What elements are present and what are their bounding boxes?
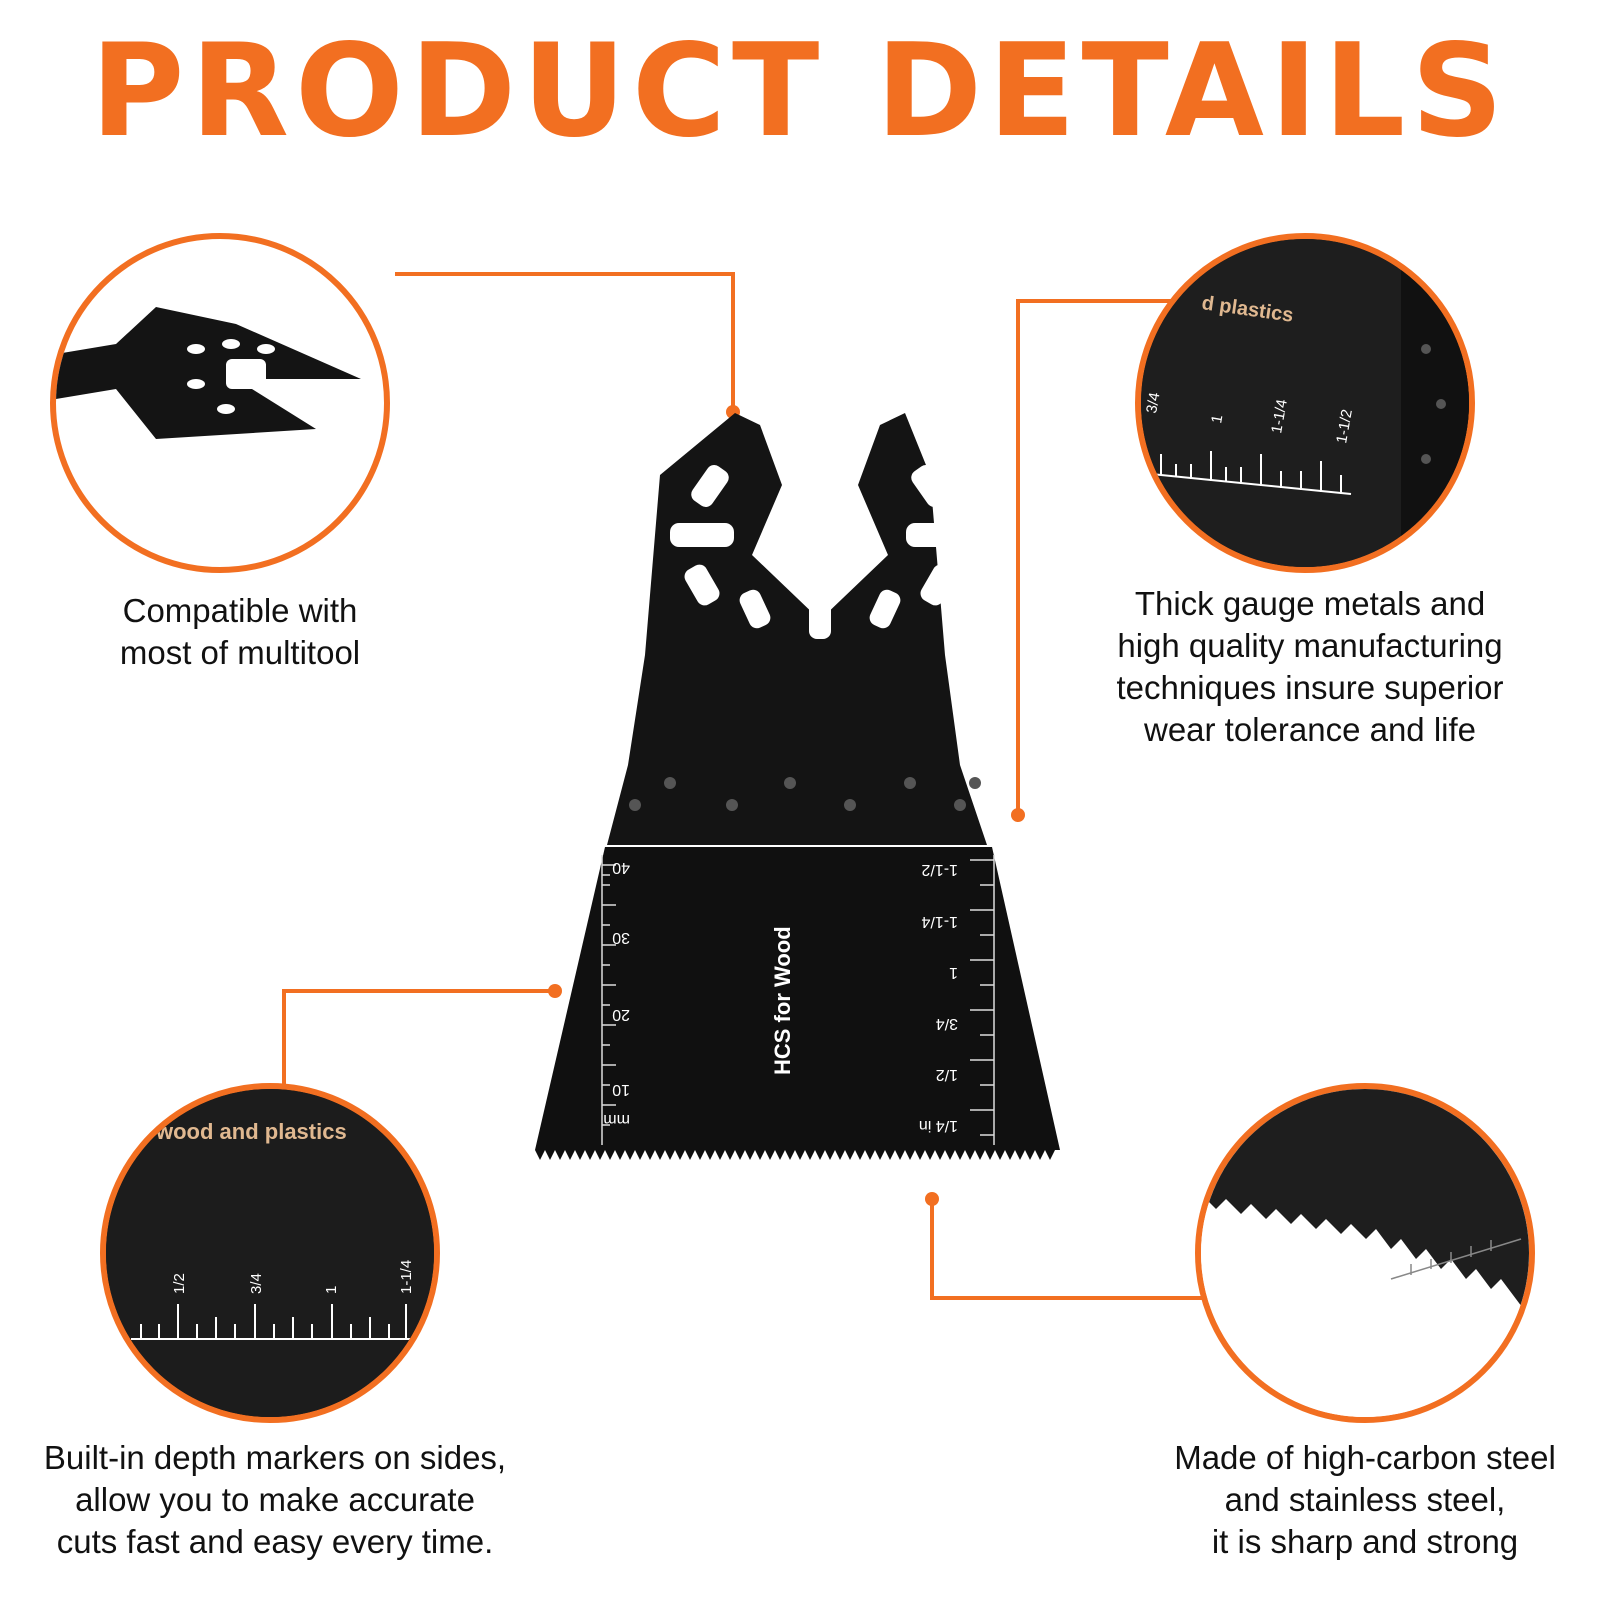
caption-high-carbon: Made of high-carbon steel and stainless … (1174, 1439, 1556, 1560)
blade-cutting-head (535, 847, 1060, 1150)
detail-bottom-mark-1-2: 1/2 (171, 1273, 188, 1294)
blade-mount (607, 413, 987, 845)
page-title: PRODUCT DETAILS (90, 17, 1510, 166)
detail-circle-depth-markers: wood and plastics 1/2 3/4 1 1-1/4 (100, 1083, 440, 1423)
detail-top-mark-1: 1 (1208, 414, 1226, 425)
detail-bottom-mark-1-1-4: 1-1/4 (398, 1260, 415, 1294)
callout-line-bottom-right (930, 1199, 1205, 1300)
inch-labels: 1-1/2 1-1/4 1 3/4 1/2 1/4 in (919, 861, 958, 1134)
in-label-3-4: 3/4 (936, 1015, 958, 1032)
detail-top-mark-1-1-4: 1-1/4 (1268, 398, 1291, 435)
callout-line-top-left (395, 272, 735, 412)
mm-label-30: 30 (612, 929, 630, 946)
mm-label-20: 20 (612, 1006, 630, 1023)
detail-bottom-text: wood and plastics (155, 1119, 347, 1144)
main-saw-blade: 40 30 20 10 mm 1-1/2 1-1/4 1 3/4 1/2 1/4… (535, 413, 1060, 1160)
detail-top-mark-1-1-2: 1-1/2 (1333, 408, 1356, 445)
in-label-1-2: 1/2 (936, 1066, 958, 1083)
in-label-1: 1 (949, 964, 958, 981)
in-label-1-4-in: 1/4 in (919, 1117, 958, 1134)
detail-circle-blade-side (50, 233, 390, 573)
mm-labels: 40 30 20 10 mm (603, 859, 630, 1128)
caption-thick-gauge: Thick gauge metals and high quality manu… (1116, 585, 1504, 748)
callout-line-bottom-left (282, 989, 555, 1088)
detail-circle-teeth (1195, 1083, 1535, 1423)
inch-ruler (970, 855, 995, 1145)
rivets (629, 777, 981, 811)
mm-unit-label: mm (603, 1111, 630, 1128)
detail-bottom-mark-3-4: 3/4 (248, 1273, 265, 1294)
mm-ruler (601, 855, 616, 1145)
in-label-1-1-4: 1-1/4 (921, 913, 958, 930)
detail-bottom-mark-1: 1 (323, 1286, 340, 1294)
blade-teeth (535, 1150, 1060, 1160)
detail-circle-ruler-top: d plastics 3/4 1 1-1/4 1-1/2 (1135, 233, 1475, 573)
mount-slots (670, 465, 970, 639)
callout-line-top-right (1016, 299, 1214, 815)
callout-dot-bottom-right (925, 1192, 939, 1206)
callout-dot-top-right (1011, 808, 1025, 822)
caption-compatible: Compatible with most of multitool (119, 592, 361, 671)
in-label-1-1-2: 1-1/2 (921, 861, 958, 878)
caption-depth-markers: Built-in depth markers on sides, allow y… (43, 1439, 507, 1560)
mm-label-40: 40 (612, 859, 630, 876)
mm-label-10: 10 (612, 1081, 630, 1098)
detail-top-mark-3-4: 3/4 (1143, 391, 1163, 414)
callout-dot-bottom-left (548, 984, 562, 998)
blade-label: HCS for Wood (770, 926, 795, 1075)
